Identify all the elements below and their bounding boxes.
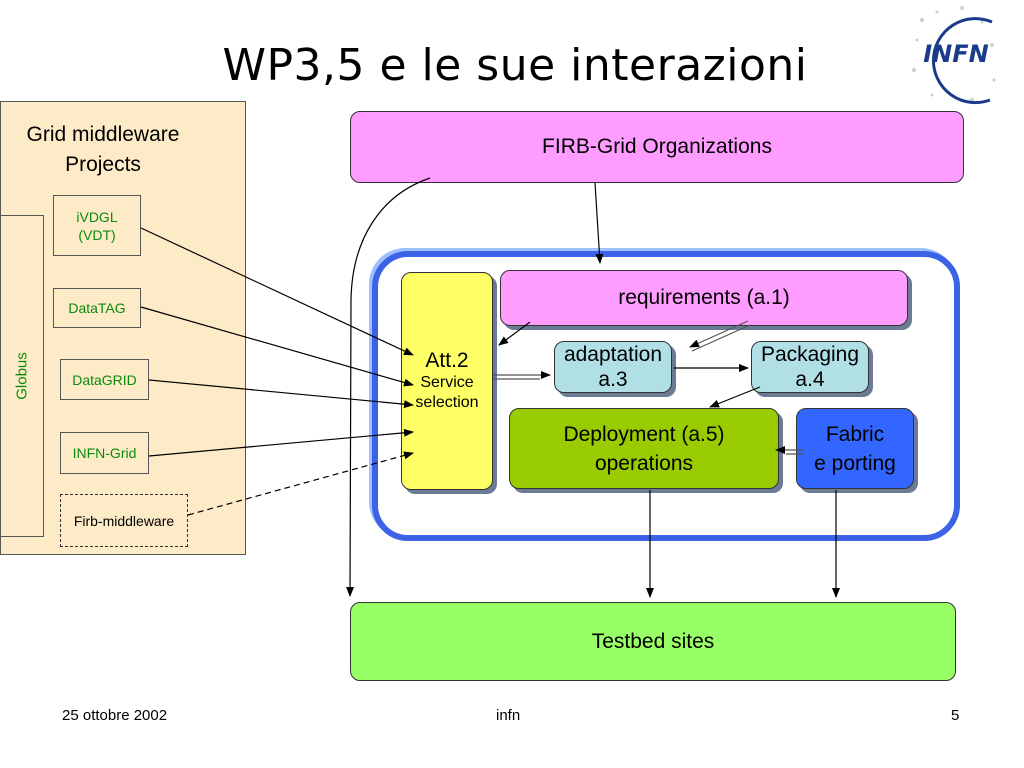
- packaging-box: Packaging a.4: [751, 341, 869, 393]
- infn-logo: INFN: [912, 6, 996, 105]
- att2-service-selection-box: Att.2 Service selection: [401, 272, 493, 490]
- project-ivdgl: iVDGL (VDT): [53, 195, 141, 256]
- requirements-box: requirements (a.1): [500, 270, 908, 326]
- project-datatag: DataTAG: [53, 288, 141, 328]
- arrow-firbmw-att2: [187, 451, 414, 516]
- globus-bar: Globus: [0, 215, 44, 537]
- footer-page-number: 5: [951, 707, 960, 724]
- arrow-firb-requirements: [594, 182, 604, 264]
- arrow-infngrid-att2: [148, 428, 414, 457]
- project-infn-grid: INFN-Grid: [60, 432, 149, 474]
- arrow-requirements-att2: [498, 321, 531, 346]
- arrow-firb-testbed: [346, 177, 431, 597]
- slide-title: WP3,5 e le sue interazioni: [222, 40, 808, 91]
- arrow-ivdgl-att2: [140, 227, 414, 356]
- footer-date: 25 ottobre 2002: [62, 707, 168, 724]
- footer-center: infn: [496, 707, 521, 724]
- adaptation-box: adaptation a.3: [554, 341, 672, 393]
- project-datagrid: DataGRID: [60, 359, 149, 400]
- fabric-porting-box: Fabric e porting: [796, 408, 914, 489]
- project-firb-middleware: Firb-middleware: [60, 494, 188, 547]
- panel-title: Grid middleware Projects: [26, 123, 180, 176]
- testbed-sites-box: Testbed sites: [350, 602, 956, 681]
- arrow-datagrid-att2: [148, 379, 414, 409]
- firb-grid-organizations-box: FIRB-Grid Organizations: [350, 111, 964, 183]
- arrow-requirements-adapt: [689, 320, 749, 348]
- logo-text: INFN: [923, 40, 989, 68]
- arrow-packaging-deploy: [709, 386, 761, 408]
- deployment-box: Deployment (a.5) operations: [509, 408, 779, 489]
- arrow-datatag-att2: [140, 306, 414, 387]
